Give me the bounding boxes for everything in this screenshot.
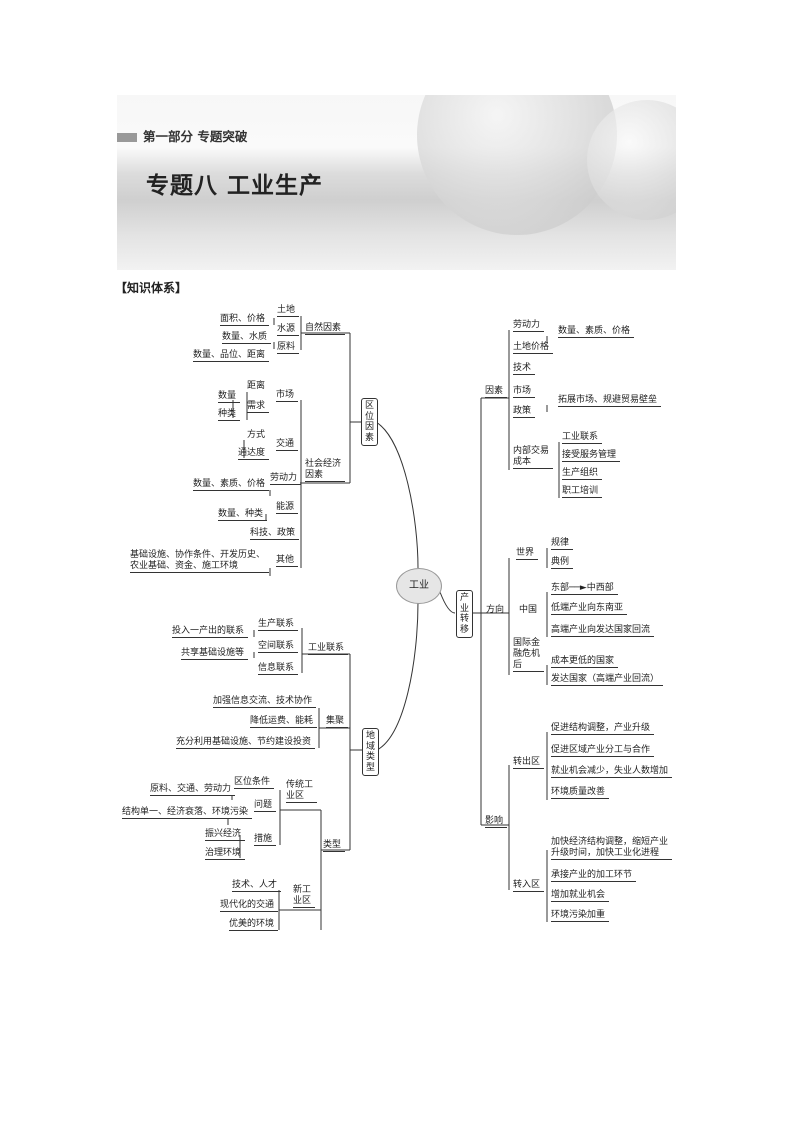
mindmap-node: 环境质量改善	[551, 787, 610, 799]
mindmap-node: 世界	[516, 548, 539, 560]
mindmap-node: 降低运费、能耗	[250, 716, 318, 728]
mindmap-node: 类型	[323, 840, 346, 852]
mindmap-node: 东部──►中西部	[551, 583, 618, 595]
section-label: 第一部分 专题突破	[117, 126, 247, 145]
planet-decoration	[587, 100, 676, 220]
mindmap-node: 发达国家（高端产业回流）	[551, 674, 664, 686]
mindmap-node: 土地	[277, 305, 300, 317]
mindmap-node: 工业联系	[308, 643, 349, 655]
mindmap-node: 结构单一、经济衰落、环境污染	[122, 807, 253, 819]
mindmap-node: 工业联系	[562, 432, 603, 444]
mindmap-node: 水源	[277, 324, 300, 336]
mindmap-node: 科技、政策	[250, 528, 300, 540]
mindmap-node: 中国	[519, 605, 538, 615]
mindmap-node: 拓展市场、规避贸易壁垒	[558, 395, 662, 407]
mindmap-node: 共享基础设施等	[181, 648, 249, 660]
mindmap-node: 加强信息交流、技术协作	[213, 696, 317, 708]
mindmap-node: 数量、素质、价格	[558, 326, 635, 338]
mindmap-node: 劳动力	[513, 320, 545, 332]
mindmap-node: 环境污染加重	[551, 910, 610, 922]
mindmap-node: 增加就业机会	[551, 890, 610, 902]
mindmap-node: 投入一产出的联系	[172, 626, 249, 638]
mindmap-node: 接受服务管理	[562, 450, 621, 462]
mindmap-node: 能源	[276, 502, 299, 514]
mindmap-node: 优美的环境	[229, 919, 279, 931]
mindmap-node: 数量、素质、价格	[193, 479, 270, 491]
mindmap-node: 自然因素	[305, 323, 346, 335]
mindmap-node: 职工培训	[562, 486, 603, 498]
mindmap-node: 区位条件	[234, 777, 275, 789]
mindmap-node: 问题	[254, 800, 277, 812]
knowledge-heading: 【知识体系】	[115, 281, 188, 295]
mindmap-node: 治理环境	[205, 848, 246, 860]
mindmap-node: 社会经济因素	[305, 459, 346, 482]
mindmap-node: 转出区	[513, 757, 545, 769]
mindmap-node: 现代化的交通	[220, 900, 279, 912]
mindmap-node: 通达度	[238, 448, 270, 460]
mindmap-node: 土地价格	[513, 342, 554, 354]
section-text: 第一部分 专题突破	[143, 129, 248, 144]
branch-industry-transfer: 产业转移	[456, 590, 473, 638]
mindmap-node: 集聚	[326, 716, 349, 728]
mindmap-node: 数量、品位、距离	[193, 350, 270, 362]
mindmap-node: 低端产业向东南亚	[551, 603, 628, 615]
branch-regional-types: 地域类型	[362, 728, 379, 776]
mindmap-node: 需求	[247, 401, 270, 413]
mindmap-node: 方向	[486, 605, 505, 615]
section-bar-icon	[117, 133, 137, 142]
mindmap-node: 市场	[276, 390, 299, 402]
mindmap-node: 数量	[218, 391, 241, 403]
mindmap-node: 加快经济结构调整，缩短产业升级时间，加快工业化进程	[551, 837, 673, 860]
mindmap-node: 促进结构调整，产业升级	[551, 723, 655, 735]
mindmap-node: 措施	[254, 834, 277, 846]
mindmap-node: 其他	[276, 555, 299, 567]
mindmap-node: 影响	[485, 816, 508, 828]
page-title: 专题八 工业生产	[146, 173, 324, 199]
mindmap-node: 承接产业的加工环节	[551, 870, 637, 882]
mindmap-node: 政策	[513, 406, 536, 418]
mindmap-node: 生产组织	[562, 468, 603, 480]
mindmap-node: 规律	[551, 538, 574, 550]
mindmap-node: 面积、价格	[220, 314, 270, 326]
mindmap-node: 原料	[277, 342, 300, 354]
mindmap-node: 生产联系	[258, 619, 299, 631]
mindmap-node: 交通	[276, 439, 299, 451]
mindmap-node: 国际金融危机后	[513, 638, 545, 672]
mindmap-node: 市场	[513, 386, 536, 398]
mindmap-node: 数量、种类	[218, 509, 268, 521]
mindmap-node: 促进区域产业分工与合作	[551, 745, 655, 757]
mindmap-node: 基础设施、协作条件、开发历史、农业基础、资金、施工环境	[130, 550, 270, 573]
mindmap-node: 信息联系	[258, 663, 299, 675]
header-banner	[117, 95, 676, 270]
mindmap-node: 高端产业向发达国家回流	[551, 625, 655, 637]
mindmap-node: 数量、水质	[222, 332, 272, 344]
branch-location-factors: 区位因素	[361, 398, 378, 446]
mindmap-node: 转入区	[513, 880, 545, 892]
mindmap-node: 典例	[551, 557, 574, 569]
mindmap-node: 距离	[247, 381, 266, 391]
mindmap-node: 因素	[485, 386, 508, 398]
mindmap-node: 技术	[513, 363, 536, 375]
mindmap-node: 内部交易成本	[513, 446, 554, 469]
mindmap-node: 振兴经济	[205, 829, 246, 841]
mindmap-node: 新工业区	[293, 885, 316, 908]
mindmap-node: 种类	[218, 409, 241, 421]
mindmap-node: 原料、交通、劳动力	[150, 784, 236, 796]
mindmap-node: 充分利用基础设施、节约建设投资	[176, 737, 316, 749]
center-node-industry: 工业	[396, 568, 442, 604]
mindmap-node: 劳动力	[270, 473, 302, 485]
mindmap-node: 传统工业区	[286, 780, 318, 803]
mindmap-node: 技术、人才	[232, 880, 282, 892]
mindmap-node: 方式	[247, 430, 266, 440]
mindmap-node: 空间联系	[258, 641, 299, 653]
mindmap-node: 就业机会减少，失业人数增加	[551, 766, 673, 778]
mindmap-node: 成本更低的国家	[551, 656, 619, 668]
